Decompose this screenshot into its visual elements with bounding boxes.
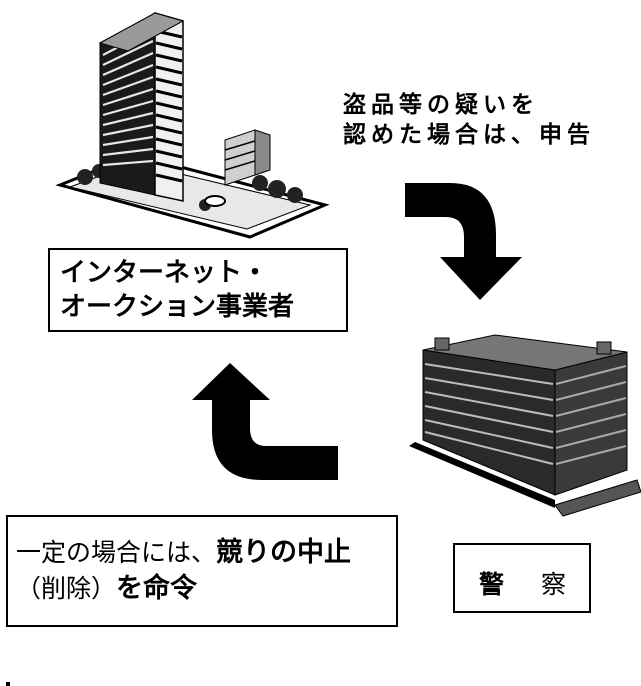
office-building-illustration: [55, 12, 330, 239]
police-label-box: 警 察: [453, 543, 591, 613]
auction-operator-line1: インターネット・: [60, 258, 269, 288]
order-line2: （削除）を命令: [16, 571, 388, 607]
order-label-box: 一定の場合には、競りの中止 （削除）を命令: [6, 515, 398, 627]
police-building-illustration: [409, 334, 641, 517]
order-line2-emphasis: を命令: [116, 573, 198, 604]
report-caption: 盗品等の疑いを 認めた場合は、申告: [343, 90, 595, 150]
order-line2-prefix: （削除）: [16, 574, 117, 603]
report-arrow: [405, 183, 522, 300]
police-char1: 警: [479, 570, 505, 599]
order-line1-prefix: 一定の場合には、: [16, 538, 217, 567]
order-line1-emphasis: 競りの中止: [216, 537, 352, 568]
order-arrow: [192, 363, 338, 480]
order-line1: 一定の場合には、競りの中止: [16, 535, 388, 571]
auction-operator-box: インターネット・ オークション事業者: [48, 248, 348, 332]
auction-operator-line2: オークション事業者: [60, 292, 295, 322]
order-box: [6, 682, 10, 686]
report-caption-line2: 認めた場合は、申告: [343, 122, 595, 148]
police-char2: 察: [541, 570, 567, 599]
report-caption-line1: 盗品等の疑いを: [343, 92, 539, 118]
